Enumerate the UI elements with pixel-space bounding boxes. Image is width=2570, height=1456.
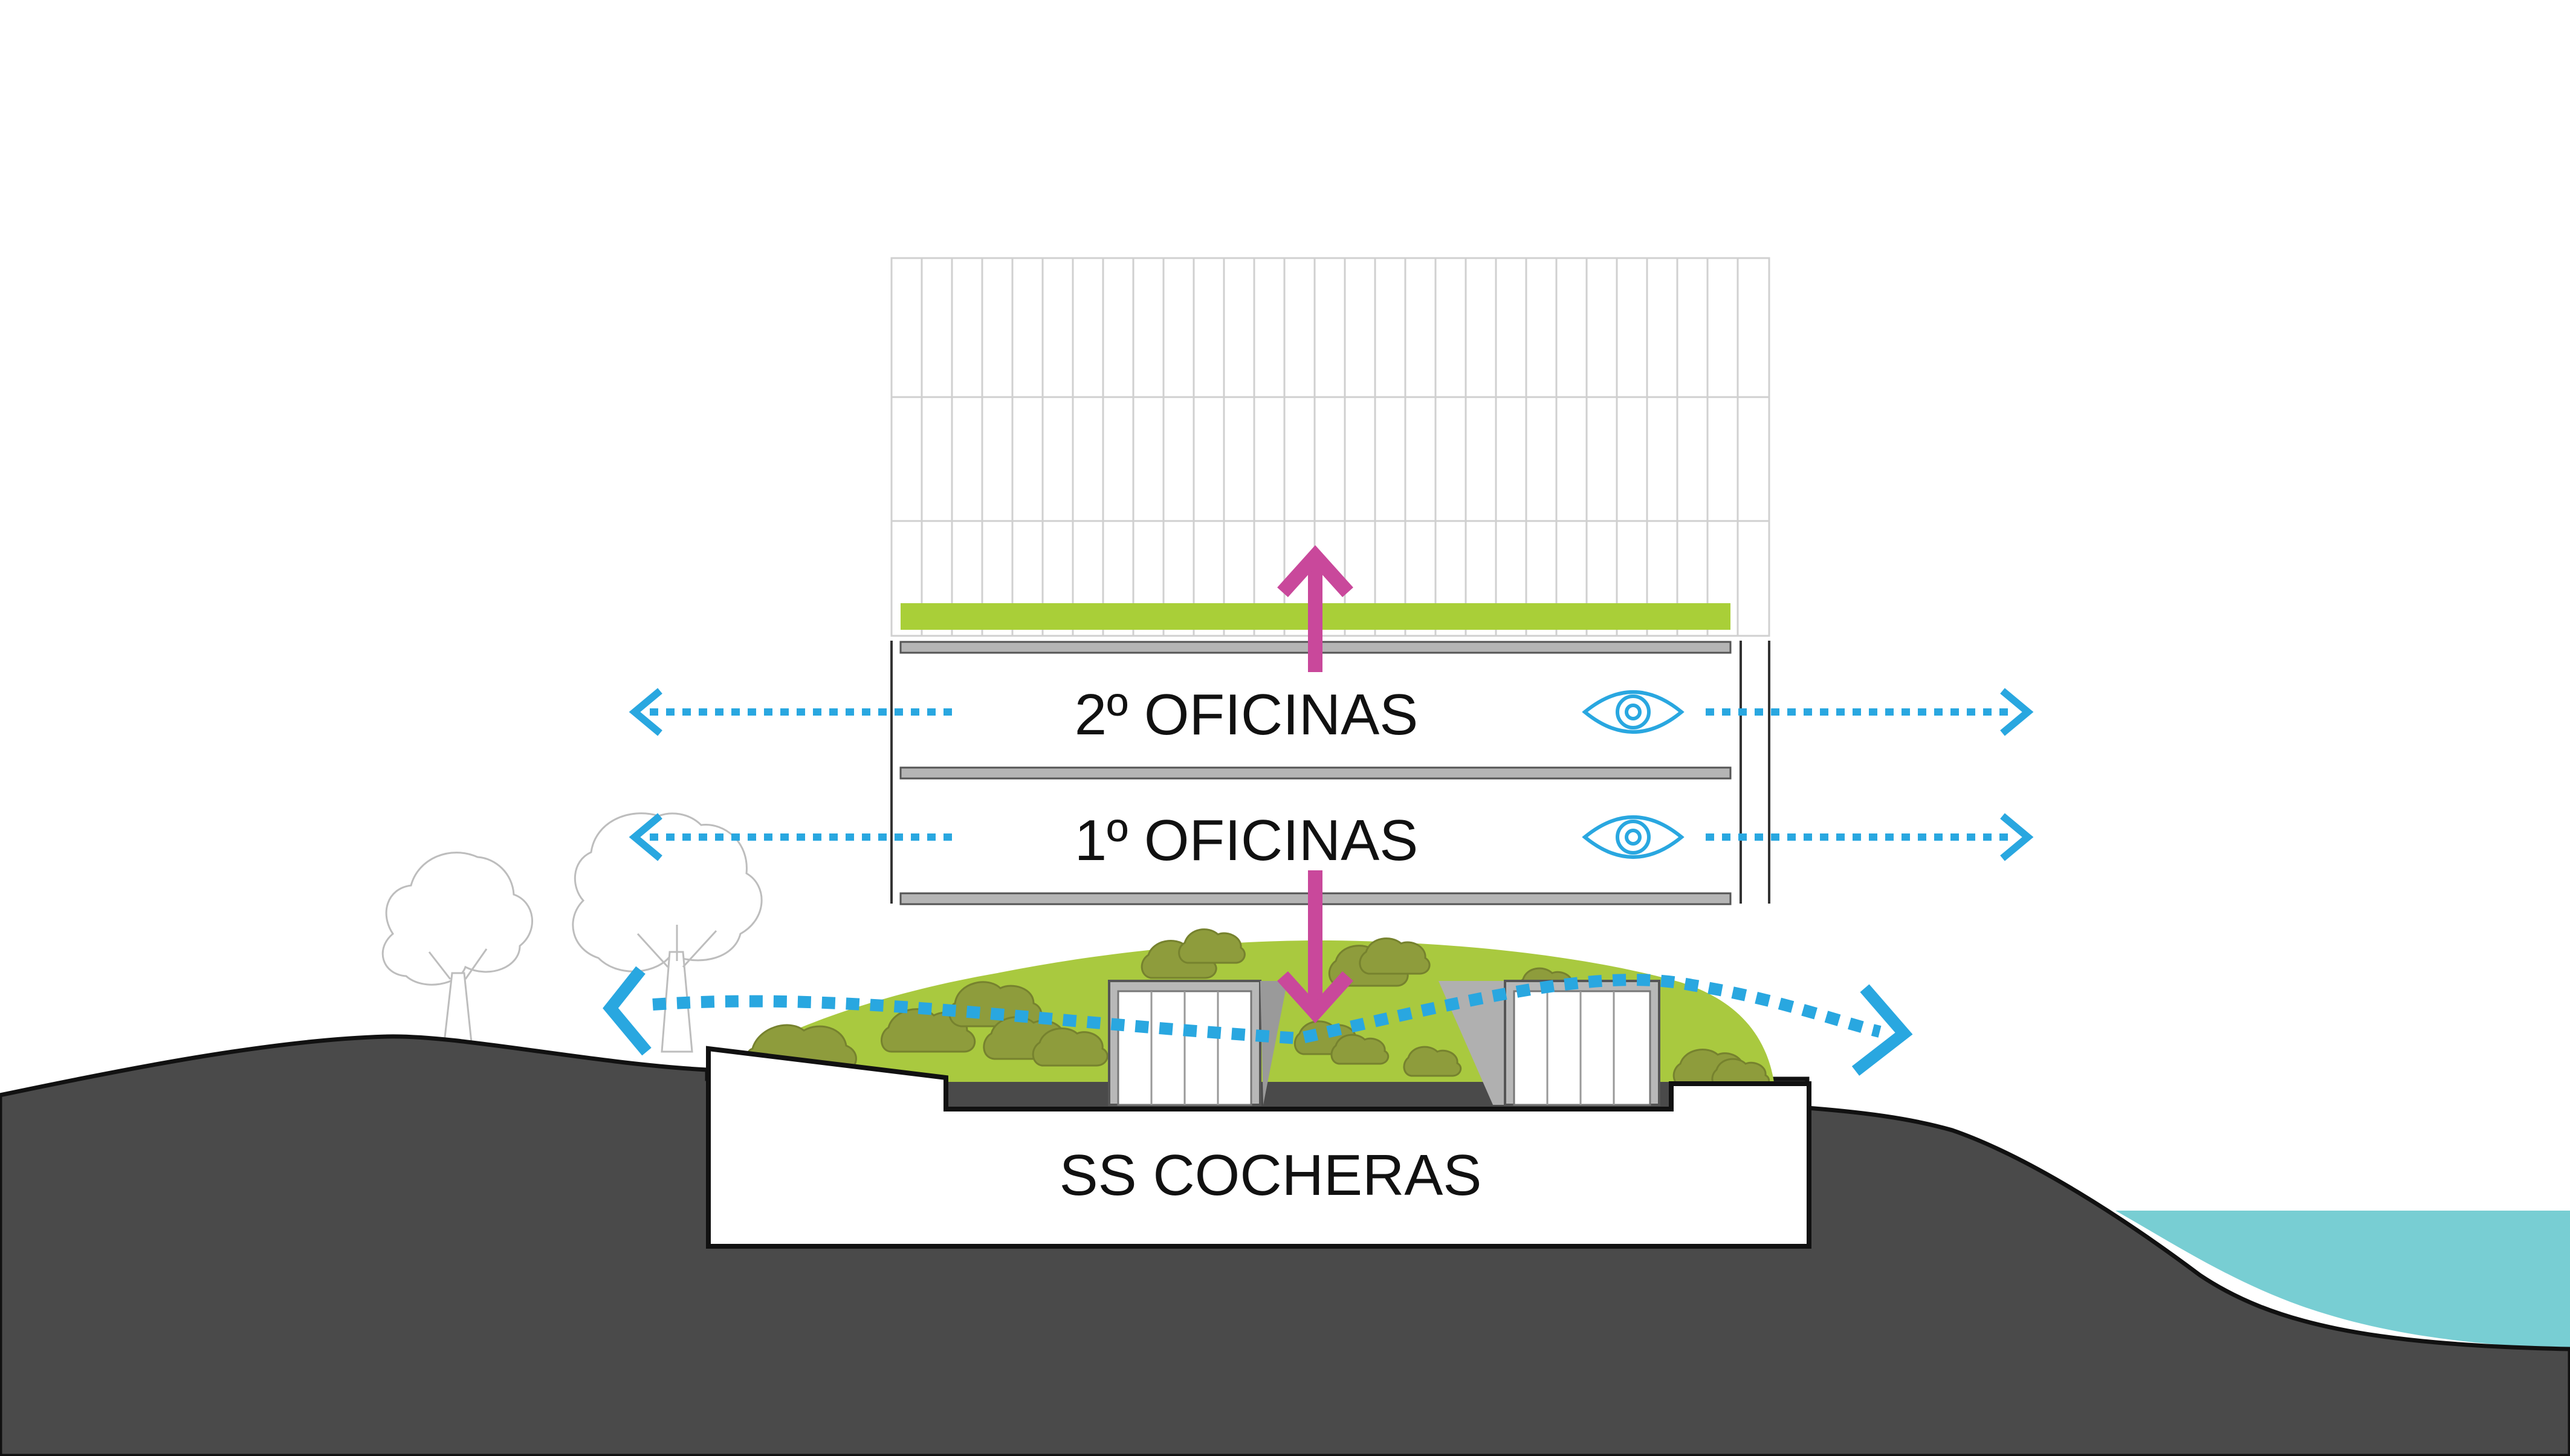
garage-entrance-right [1439,980,1660,1106]
label-floor-2: 2º OFICINAS [1075,682,1419,747]
view-arrow-head [2000,813,2034,861]
view-arrow-head [2000,688,2034,736]
eye-icon [1582,815,1685,859]
eye-icon [1582,690,1685,734]
arrow-up-icon [1277,545,1353,672]
tree-right [572,812,763,1053]
basement-garage [706,1046,1811,1249]
arrow-down-icon [1277,870,1353,1023]
view-arrows [629,688,2034,861]
tree-left [381,852,533,1044]
landscape-flow-arrow [603,966,1913,1076]
label-floor-1: 1º OFICINAS [1075,808,1419,873]
office-volume [890,641,1770,905]
view-arrow-head [629,813,662,861]
slab-level-2 [899,766,1732,780]
water-body [2115,1211,2570,1349]
label-basement: SS COCHERAS [1060,1143,1482,1208]
view-arrow-head [629,688,662,736]
garage-entrance-left [1108,980,1287,1106]
